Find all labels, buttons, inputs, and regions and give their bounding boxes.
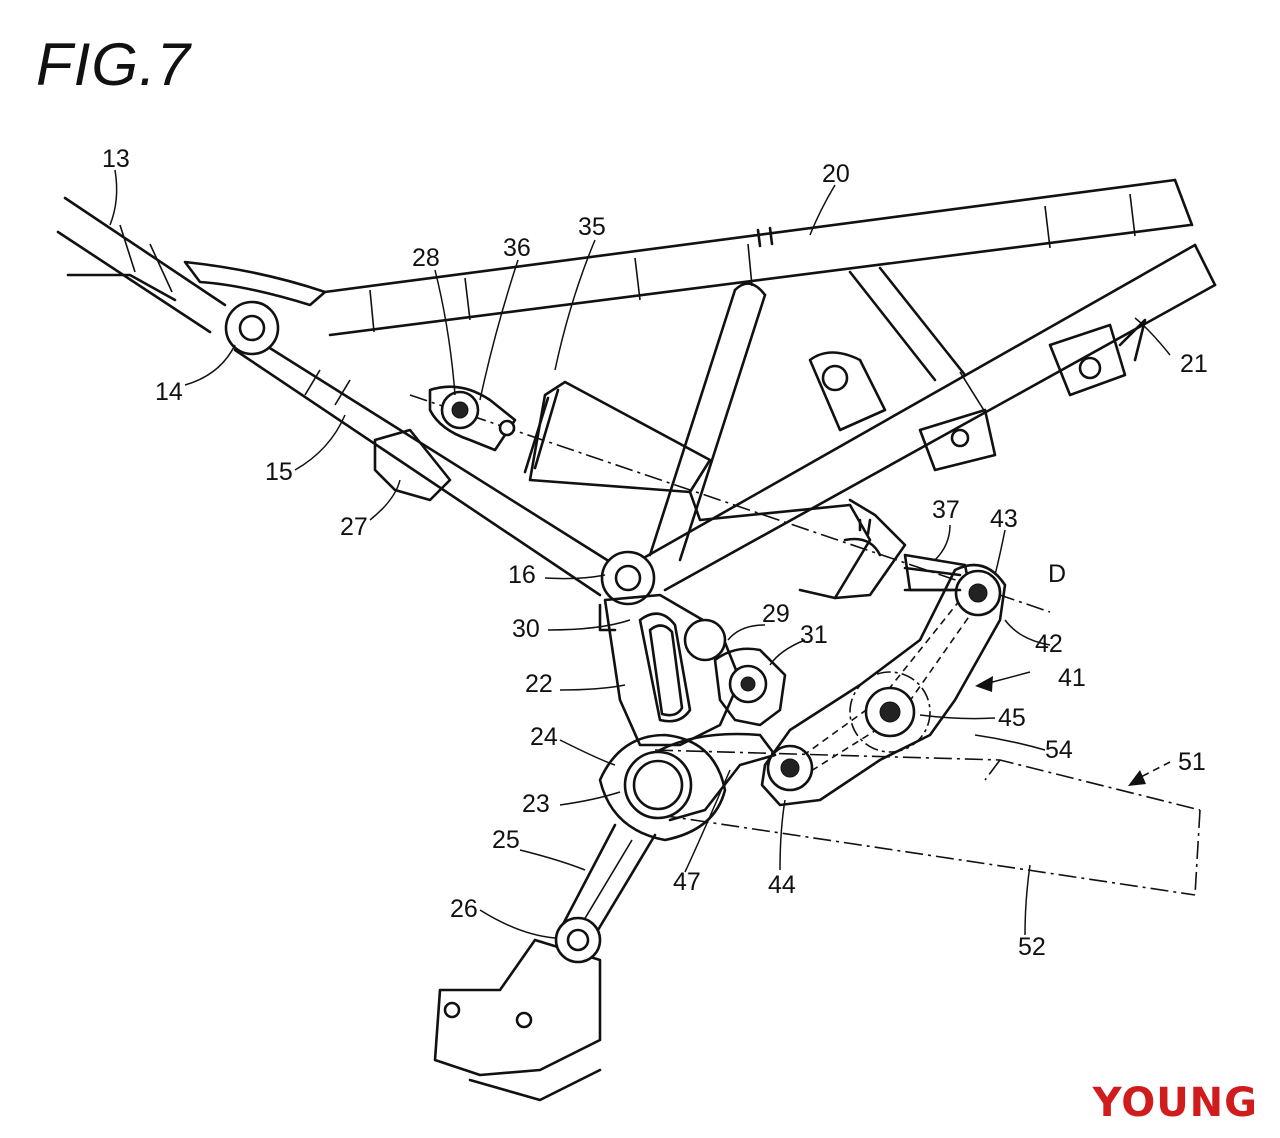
shock-absorber <box>409 380 1051 613</box>
arrow-51 <box>1128 761 1171 786</box>
watermark-logo: YOUNG <box>1092 1080 1258 1126</box>
pivot-bracket-22 <box>598 593 742 747</box>
label-37: 37 <box>932 496 960 524</box>
label-21: 21 <box>1180 350 1208 378</box>
label-36: 36 <box>503 234 531 262</box>
link-47 <box>658 732 777 822</box>
label-47: 47 <box>673 868 701 896</box>
label-14: 14 <box>155 378 183 406</box>
label-28: 28 <box>412 244 440 272</box>
footrest-bracket <box>433 916 602 1102</box>
label-24: 24 <box>530 723 558 751</box>
label-44: 44 <box>768 871 796 899</box>
reference-numerals: 13 20 21 14 15 27 28 36 35 16 30 22 24 2… <box>102 145 1208 961</box>
label-30: 30 <box>512 615 540 643</box>
label-16: 16 <box>508 561 536 589</box>
down-tube <box>233 343 617 597</box>
label-45: 45 <box>998 704 1026 732</box>
label-52: 52 <box>1018 933 1046 961</box>
cross-member <box>648 282 767 562</box>
label-31: 31 <box>800 621 828 649</box>
label-41: 41 <box>1058 664 1086 692</box>
pivot-14 <box>224 300 280 356</box>
upper-seat-rail <box>323 178 1194 337</box>
label-22: 22 <box>525 670 553 698</box>
label-42: 42 <box>1035 630 1063 658</box>
label-20: 20 <box>822 160 850 188</box>
lower-rail <box>638 243 1217 592</box>
rear-struts <box>808 266 1147 472</box>
footrest-link-25 <box>558 823 657 937</box>
link-31 <box>713 647 787 727</box>
rocker-arm-41 <box>760 563 1007 807</box>
label-43: 43 <box>990 505 1018 533</box>
label-25: 25 <box>492 826 520 854</box>
label-35: 35 <box>578 213 606 241</box>
pivot-16 <box>600 550 656 606</box>
upper-shock-mount <box>428 385 517 452</box>
pivot-23 <box>598 733 727 842</box>
swing-arm-51 <box>654 749 1201 896</box>
arrow-41 <box>975 671 1031 692</box>
label-d: D <box>1048 560 1066 588</box>
rod-37 <box>903 566 962 592</box>
label-54: 54 <box>1045 736 1073 764</box>
bracket-27 <box>373 428 452 502</box>
label-23: 23 <box>522 790 550 818</box>
label-29: 29 <box>762 600 790 628</box>
label-13: 13 <box>102 145 130 173</box>
label-27: 27 <box>340 513 368 541</box>
front-tube <box>56 196 327 334</box>
leader-lines <box>109 169 1171 939</box>
figure-title: FIG.7 <box>36 31 192 98</box>
label-51: 51 <box>1178 748 1206 776</box>
label-26: 26 <box>450 895 478 923</box>
label-15: 15 <box>265 458 293 486</box>
